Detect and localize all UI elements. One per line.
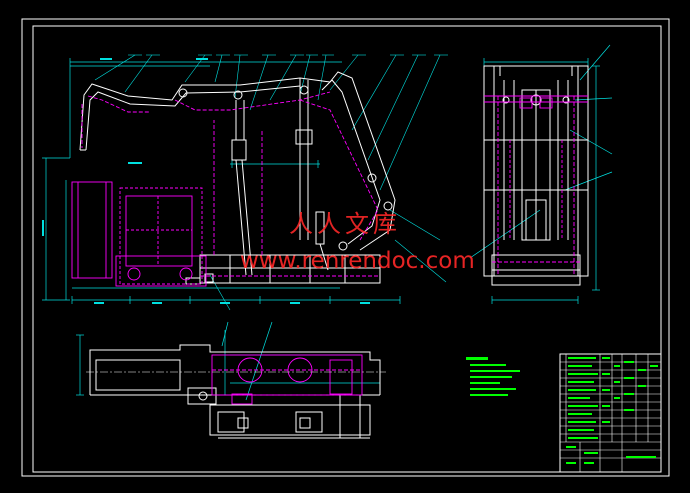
- side-view-hidden-lines: [484, 95, 588, 276]
- watermark-url: www.renrendoc.com: [240, 248, 475, 274]
- plan-view: [76, 321, 386, 439]
- front-view: [42, 54, 448, 311]
- front-view-dimension-ticks: [42, 58, 370, 304]
- plan-view-dimensions: [76, 321, 380, 401]
- inner-border: [32, 25, 662, 473]
- front-view-hidden-lines: [71, 91, 380, 287]
- front-view-boom: [79, 71, 396, 276]
- side-view: [469, 44, 613, 304]
- side-view-outline: [483, 65, 589, 286]
- plan-view-hidden-lines: [211, 354, 363, 405]
- title-block: [559, 353, 662, 473]
- outer-border: [21, 18, 670, 477]
- plan-view-outline: [89, 344, 381, 439]
- side-view-dimensions: [469, 44, 613, 304]
- front-view-top-dimensions: [42, 58, 401, 304]
- title-block-grid: [560, 354, 661, 472]
- title-block-entries: [566, 357, 658, 464]
- technical-notes: [466, 357, 520, 396]
- watermark-text-cn: 人人文库: [289, 210, 401, 238]
- front-view-base-frame: [185, 254, 381, 285]
